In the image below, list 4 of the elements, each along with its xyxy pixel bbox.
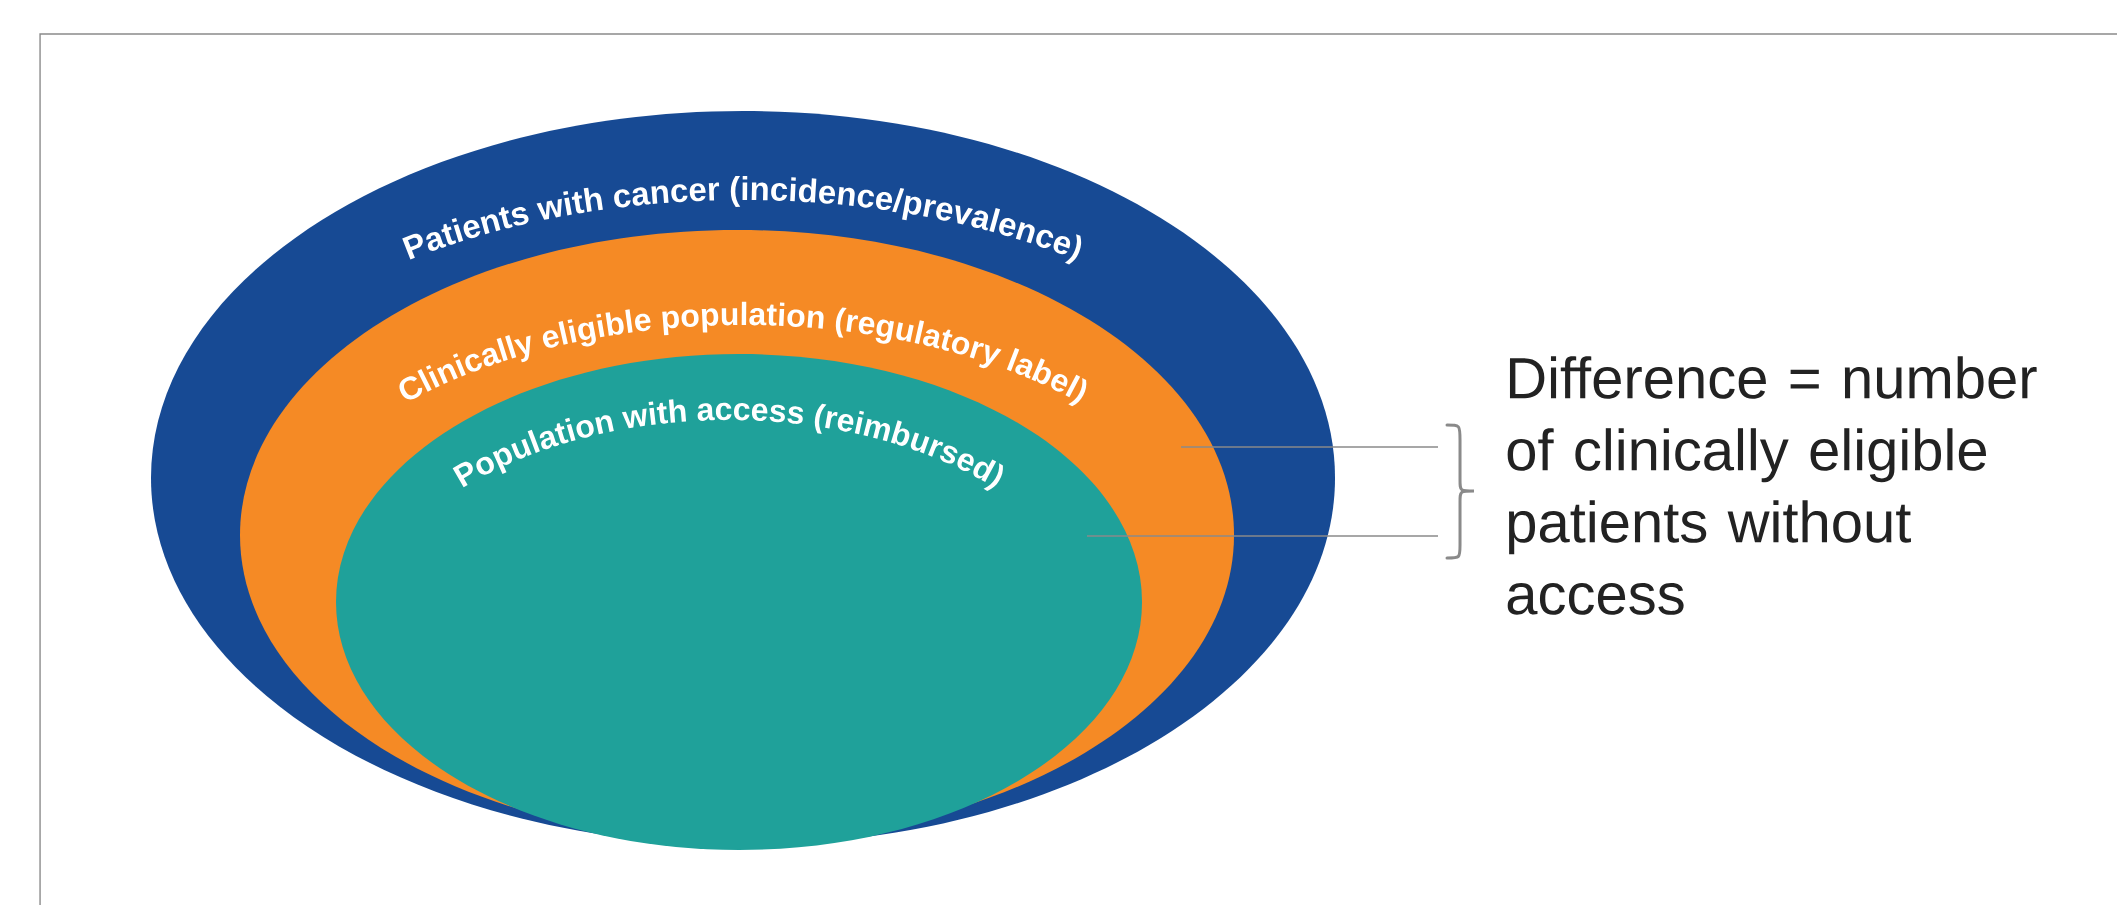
curved-label: Population with access (reimbursed): [452, 399, 1003, 491]
leader-line: [1086, 535, 1439, 537]
annotation-text: Difference = number of clinically eligible patients without access: [1507, 356, 2037, 615]
leader-line: [1180, 446, 1439, 448]
